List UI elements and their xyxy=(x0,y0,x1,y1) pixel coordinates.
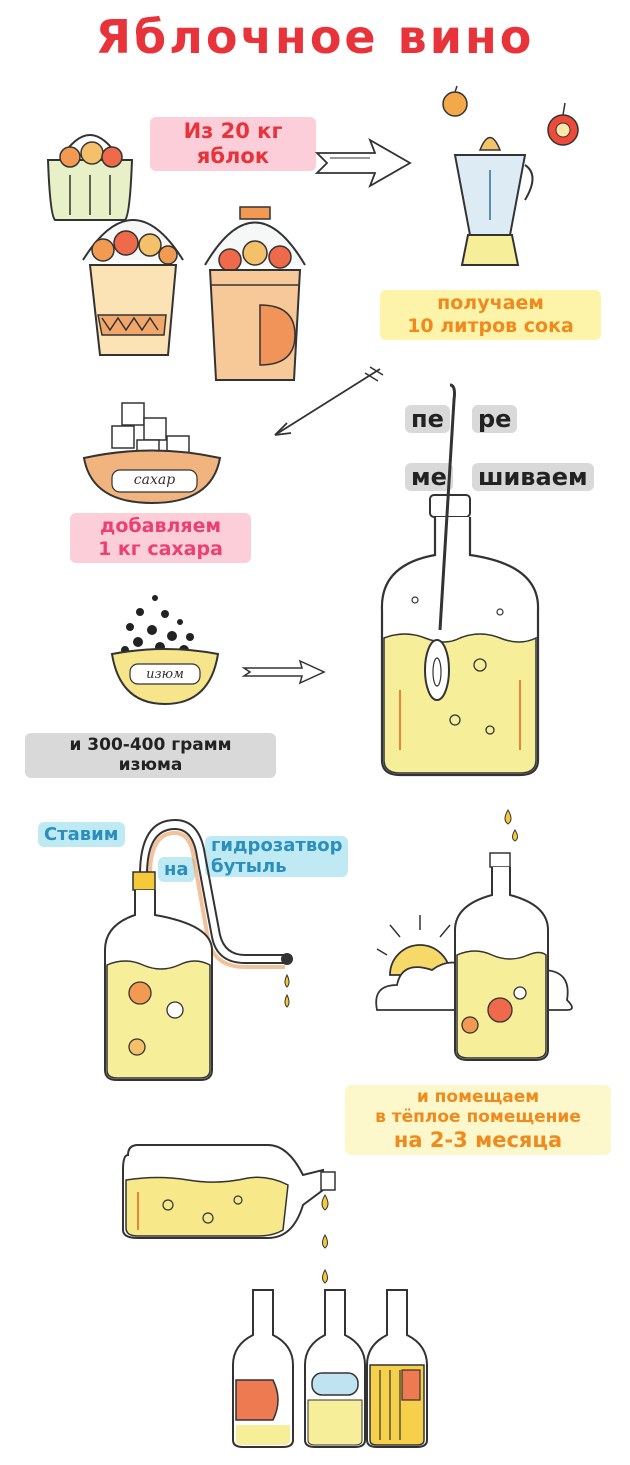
basket-icon xyxy=(46,134,134,221)
airlock-label-1: Ставим xyxy=(38,822,125,847)
airlock-label-3b: бутыль xyxy=(211,855,287,877)
apples-label: Из 20 кг яблок xyxy=(150,117,316,172)
drop-icon xyxy=(321,1194,329,1284)
bottle-icon xyxy=(304,1289,366,1448)
juice-label-line2: 10 литров сока xyxy=(407,314,574,337)
raisins-label-line2: изюма xyxy=(118,755,183,776)
apples-label-line2: яблок xyxy=(196,144,270,169)
warm-label-line1: и помещаем xyxy=(416,1087,540,1107)
page-title: Яблочное вино xyxy=(95,10,535,64)
arrow-icon xyxy=(314,137,412,189)
bottle-icon xyxy=(122,1144,336,1239)
warm-label: и помещаем в тёплое помещение на 2-3 мес… xyxy=(345,1085,611,1155)
juice-label: получаем 10 литров сока xyxy=(380,290,601,340)
sugar-bowl-icon xyxy=(82,402,222,505)
sugar-label-line2: 1 кг сахара xyxy=(98,537,223,560)
warm-label-line3: на 2-3 месяца xyxy=(393,1127,563,1152)
spoon-icon xyxy=(424,383,456,701)
arrow-icon xyxy=(241,659,326,685)
bucket-icon xyxy=(82,219,184,356)
stir-label-1: пе xyxy=(405,405,450,433)
juicer-icon xyxy=(453,136,534,266)
apple-icon xyxy=(547,102,579,146)
apple-icon xyxy=(442,85,468,117)
arrow-icon xyxy=(274,366,384,436)
sugar-label-line1: добавляем xyxy=(99,515,222,537)
juice-label-line1: получаем xyxy=(437,292,544,314)
stir-label-3: ме xyxy=(405,463,453,491)
jar-icon xyxy=(380,494,540,777)
airlock-label-2: на xyxy=(158,857,195,882)
sugar-label: добавляем 1 кг сахара xyxy=(70,513,251,563)
raisins-label: и 300-400 грамм изюма xyxy=(25,733,276,778)
bottle-icon xyxy=(366,1289,428,1448)
sugar-bowl-label: сахар xyxy=(133,472,176,488)
bottle-icon xyxy=(104,818,293,1081)
raisin-bowl-label: изюм xyxy=(146,667,184,682)
warm-label-line2: в тёплое помещение xyxy=(375,1107,581,1128)
airlock-label-3: гидрозатвор бутыль xyxy=(205,835,349,878)
raisin-bowl-icon xyxy=(110,595,220,706)
bottle-icon xyxy=(232,1289,294,1448)
stir-label-4: шиваем xyxy=(472,463,594,491)
stir-label-2: ре xyxy=(472,405,518,433)
raisins-label-line1: и 300-400 грамм xyxy=(69,735,232,755)
apples-label-line1: Из 20 кг xyxy=(183,119,283,143)
bucket-icon xyxy=(204,206,306,381)
bottle-icon xyxy=(454,809,549,1061)
airlock-label-3a: гидрозатвор xyxy=(211,835,343,856)
